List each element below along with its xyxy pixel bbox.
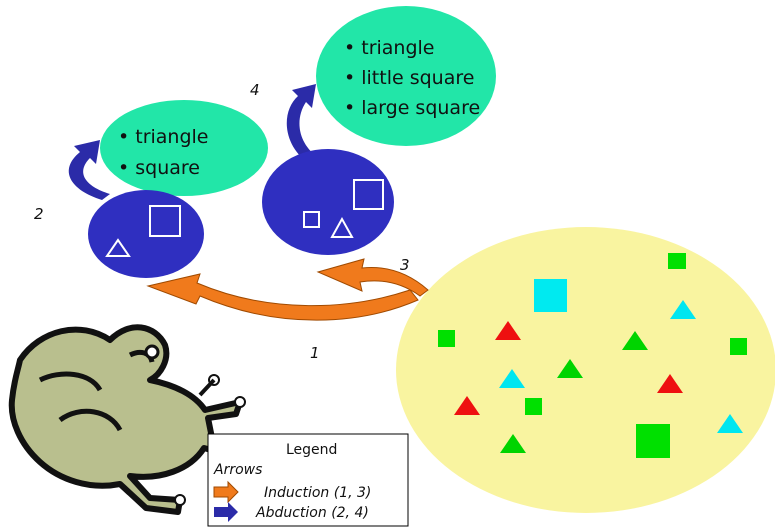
cyan-large-square <box>534 279 567 312</box>
bubble-item: • square <box>118 157 200 179</box>
red-triangle <box>495 321 521 340</box>
right-bubble-list: • triangle • little square • large squar… <box>344 37 480 119</box>
green-triangle <box>622 331 648 350</box>
induction-legend-arrow <box>213 480 239 504</box>
sample-field-ellipse <box>396 227 775 513</box>
legend-box <box>207 433 409 527</box>
green-triangle <box>557 359 583 378</box>
green-square <box>525 398 542 415</box>
legend-induction: Induction (1, 3) <box>264 485 371 501</box>
induction-arrows <box>146 258 429 321</box>
bubble-item: • triangle <box>344 37 435 59</box>
induction-arrow-3 <box>316 258 429 297</box>
abduction-arrows <box>68 84 322 200</box>
left-bubble-list: • triangle • square <box>118 126 209 179</box>
green-square <box>438 330 455 347</box>
step-label-4: 4 <box>250 81 260 99</box>
square-outline <box>149 205 181 237</box>
sample-shapes <box>438 253 747 458</box>
red-triangle <box>657 374 683 393</box>
abduction-legend-arrow <box>214 502 238 522</box>
step-label-1: 1 <box>310 344 320 362</box>
induction-arrow-1 <box>146 273 419 321</box>
green-square <box>668 253 686 269</box>
green-triangle <box>500 434 526 453</box>
legend-abduction: Abduction (2, 4) <box>255 505 369 521</box>
abduction-arrow-2 <box>68 140 110 200</box>
triangle-outline <box>330 216 354 238</box>
legend-title: Legend <box>286 442 337 458</box>
triangle-outline <box>105 238 131 257</box>
bubble-item: • little square <box>344 67 474 89</box>
abduction-arrow-4 <box>286 84 322 168</box>
cyan-triangle <box>717 414 743 433</box>
step-label-3: 3 <box>400 256 410 274</box>
red-triangle <box>454 396 480 415</box>
left-hypothesis-ellipse <box>88 190 204 278</box>
legend-section: Arrows <box>213 462 262 478</box>
little-square-outline <box>303 211 320 228</box>
green-square <box>730 338 747 355</box>
step-label-2: 2 <box>34 205 44 223</box>
right-concept-bubble <box>316 6 496 146</box>
green-large-square <box>636 424 670 458</box>
right-hypothesis-ellipse <box>262 149 394 255</box>
left-concept-bubble <box>100 100 268 196</box>
large-square-outline <box>353 179 384 210</box>
cyan-triangle <box>499 369 525 388</box>
legend: Legend Arrows Induction (1, 3) Abduction… <box>207 433 409 527</box>
bubble-item: • triangle <box>118 126 209 148</box>
bubble-item: • large square <box>344 97 480 119</box>
cyan-triangle <box>670 300 696 319</box>
hypothesis-shapes <box>105 179 384 257</box>
